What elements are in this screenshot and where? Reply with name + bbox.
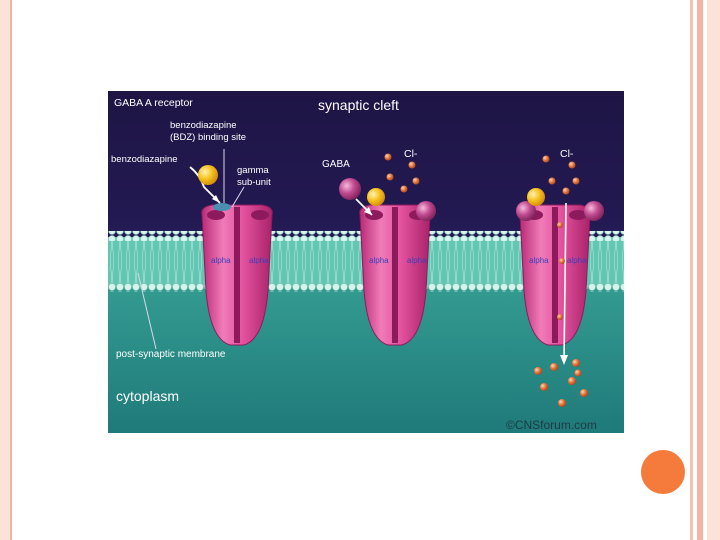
benzodiazapine-molecule-bound bbox=[527, 188, 545, 206]
alpha-label: alpha bbox=[529, 256, 549, 265]
gaba-molecule-bound bbox=[516, 201, 536, 221]
chloride-label: Cl- bbox=[404, 148, 418, 160]
alpha-label: alpha bbox=[407, 256, 427, 265]
chloride-ions bbox=[384, 153, 588, 407]
leader-lines bbox=[137, 149, 245, 350]
chloride-label: Cl- bbox=[560, 148, 574, 160]
synaptic-cleft-label: synaptic cleft bbox=[318, 97, 399, 113]
right-border-band bbox=[707, 0, 720, 540]
cytoplasm-label: cytoplasm bbox=[116, 388, 179, 404]
right-border-line-thin bbox=[690, 0, 693, 540]
benzodiazapine-molecule bbox=[198, 165, 218, 185]
binding-arrows bbox=[189, 166, 568, 365]
left-border-line bbox=[10, 0, 12, 540]
alpha-label: alpha bbox=[369, 256, 389, 265]
benzodiazapine-molecule bbox=[367, 188, 385, 206]
alpha-label: alpha bbox=[211, 256, 231, 265]
diagram-svg: alpha alpha alpha alpha alpha alpha bbox=[108, 91, 624, 433]
gaba-molecule-bound bbox=[416, 201, 436, 221]
bdz-site-label-line2: (BDZ) binding site bbox=[170, 132, 246, 143]
alpha-label: alpha bbox=[249, 256, 269, 265]
bdz-binding-site bbox=[213, 203, 231, 211]
decorative-orange-circle bbox=[641, 450, 685, 494]
gaba-receptor-diagram: alpha alpha alpha alpha alpha alpha bbox=[108, 91, 624, 433]
credit-label: ©CNSforum.com bbox=[506, 418, 597, 432]
benzodiazapine-label: benzodiazapine bbox=[111, 154, 178, 165]
gaba-label: GABA bbox=[322, 159, 350, 170]
receptor-resting bbox=[201, 203, 273, 346]
receptor-gaba-bound bbox=[359, 204, 431, 346]
alpha-label: alpha bbox=[567, 256, 587, 265]
gamma-label-line1: gamma bbox=[237, 165, 269, 176]
left-border-band bbox=[0, 0, 10, 540]
gaba-molecule-bound bbox=[584, 201, 604, 221]
bdz-site-label-line1: benzodiazapine bbox=[170, 120, 237, 131]
gamma-label-line2: sub-unit bbox=[237, 177, 271, 188]
receptor-channel-open bbox=[519, 204, 591, 346]
diagram-title: GABA A receptor bbox=[114, 97, 193, 109]
membrane-label: post-synaptic membrane bbox=[116, 349, 226, 360]
gaba-molecule bbox=[339, 178, 361, 200]
right-border-line bbox=[697, 0, 703, 540]
